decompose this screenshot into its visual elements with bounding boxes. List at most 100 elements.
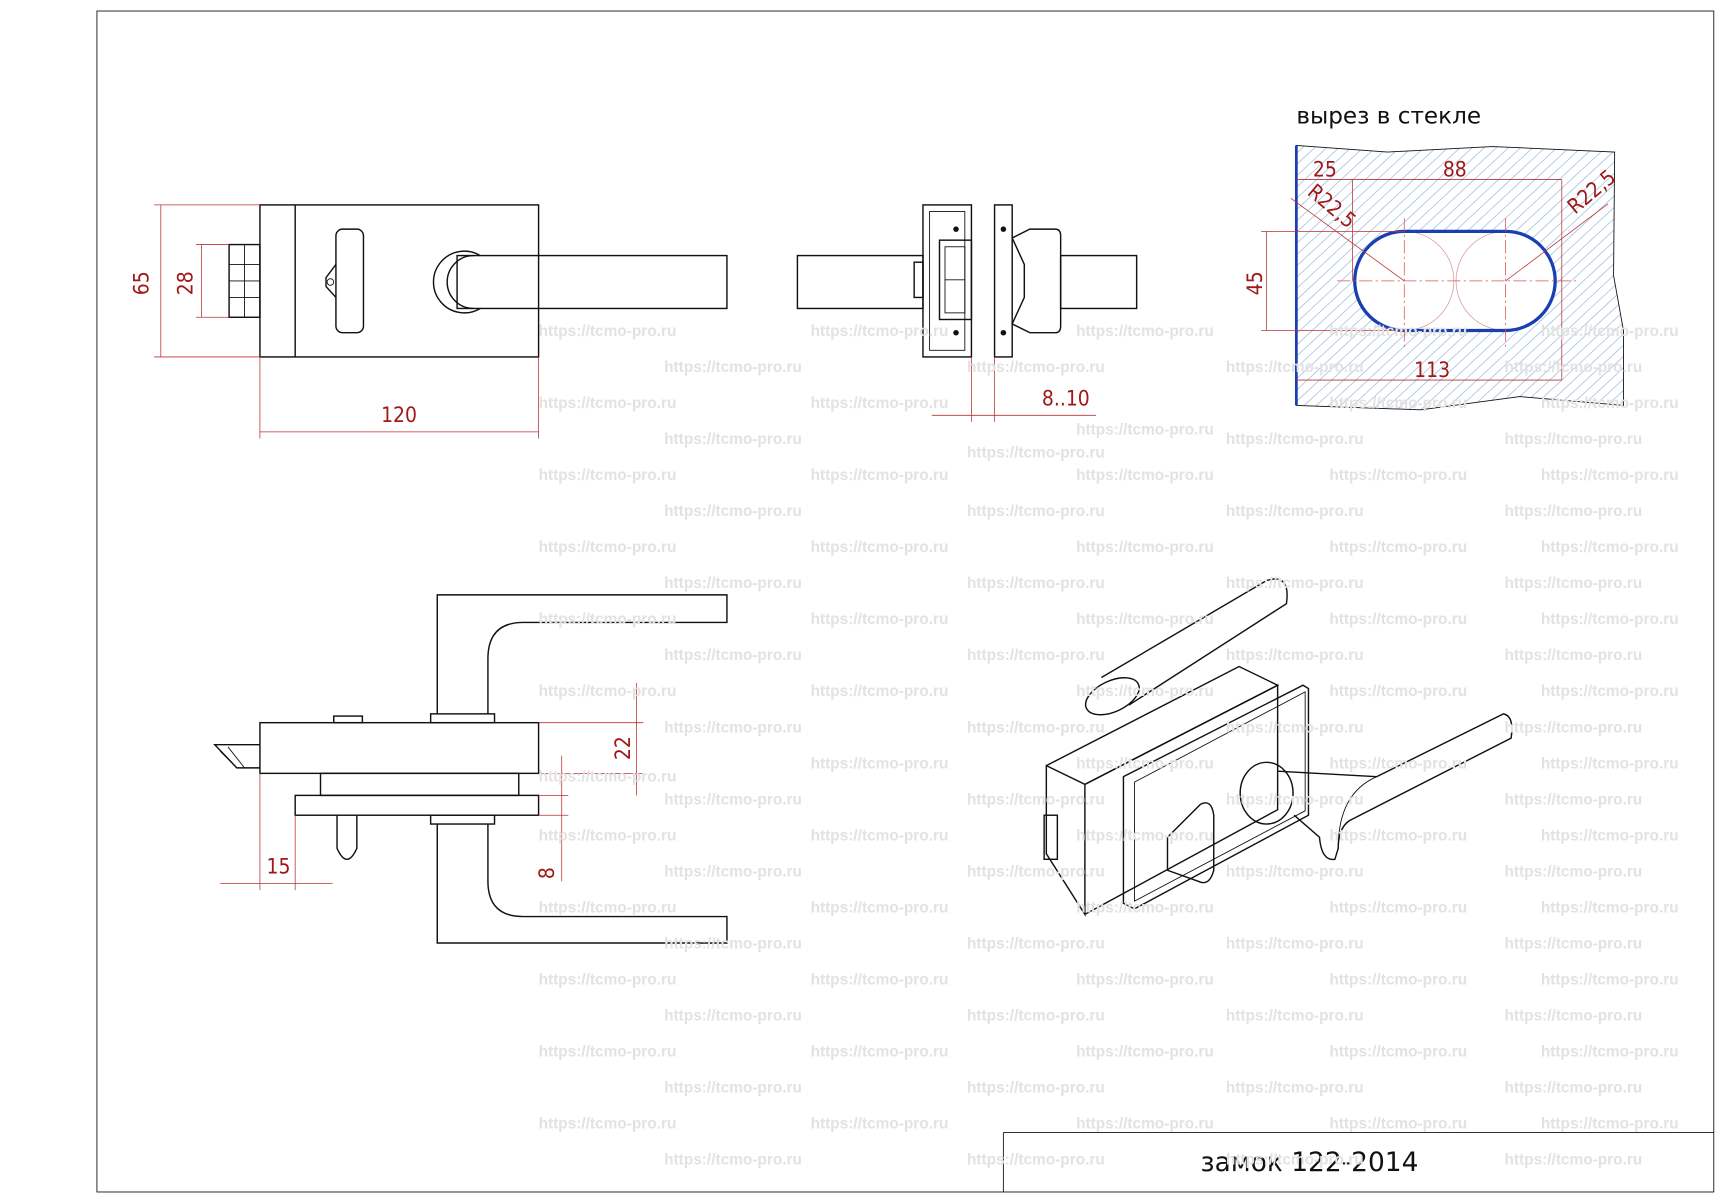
watermark-text: https://tcmo-pro.ru: [664, 791, 802, 808]
dim-offset-25: 25: [1313, 157, 1337, 181]
watermark-text: https://tcmo-pro.ru: [1505, 575, 1643, 592]
glass-cutout-view: [1261, 143, 1727, 411]
watermark-text: https://tcmo-pro.ru: [811, 611, 949, 628]
watermark-text: https://tcmo-pro.ru: [1226, 431, 1364, 448]
watermark-text: https://tcmo-pro.ru: [664, 359, 802, 376]
side-view: [796, 204, 1138, 422]
watermark-text: https://tcmo-pro.ru: [1505, 503, 1643, 520]
watermark-text: https://tcmo-pro.ru: [1505, 1007, 1643, 1024]
watermark-text: https://tcmo-pro.ru: [1329, 971, 1467, 988]
watermark-text: https://tcmo-pro.ru: [664, 1080, 802, 1097]
watermark-text: https://tcmo-pro.ru: [967, 935, 1105, 952]
watermark-text: https://tcmo-pro.ru: [1541, 611, 1679, 628]
watermark-text: https://tcmo-pro.ru: [1541, 971, 1679, 988]
hatch-line: [1663, 143, 1727, 410]
watermark-text: https://tcmo-pro.ru: [1076, 1043, 1214, 1060]
top-view: [213, 594, 728, 944]
watermark-text: https://tcmo-pro.ru: [1505, 863, 1643, 880]
hatch-line: [1296, 145, 1381, 410]
watermark-text: https://tcmo-pro.ru: [1541, 539, 1679, 556]
hatch-line: [1296, 145, 1357, 410]
watermark-text: https://tcmo-pro.ru: [539, 539, 677, 556]
watermark-text: https://tcmo-pro.ru: [967, 444, 1105, 461]
watermark-text: https://tcmo-pro.ru: [1505, 719, 1643, 736]
hatch-line: [1296, 145, 1490, 410]
watermark-text: https://tcmo-pro.ru: [1076, 1116, 1214, 1133]
hatch-line: [1296, 145, 1466, 410]
watermark-text: https://tcmo-pro.ru: [1505, 935, 1643, 952]
watermark-text: https://tcmo-pro.ru: [967, 503, 1105, 520]
watermark-text: https://tcmo-pro.ru: [1076, 683, 1214, 700]
hatch-line: [1553, 145, 1624, 410]
watermark-text: https://tcmo-pro.ru: [967, 647, 1105, 664]
hatch-line: [1296, 145, 1405, 410]
hatch-line: [1493, 145, 1624, 410]
watermark-text: https://tcmo-pro.ru: [967, 1080, 1105, 1097]
isometric-view: [1043, 578, 1513, 917]
watermark-text: https://tcmo-pro.ru: [664, 503, 802, 520]
watermark-text: https://tcmo-pro.ru: [811, 971, 949, 988]
watermark-text: https://tcmo-pro.ru: [1541, 683, 1679, 700]
watermark-text: https://tcmo-pro.ru: [1329, 467, 1467, 484]
watermark-text: https://tcmo-pro.ru: [1505, 1152, 1643, 1169]
watermark-text: https://tcmo-pro.ru: [1541, 467, 1679, 484]
watermark-text: https://tcmo-pro.ru: [1076, 899, 1214, 916]
watermark-text: https://tcmo-pro.ru: [1076, 611, 1214, 628]
dim-glass-thickness: 8..10: [1042, 386, 1090, 410]
watermark-layer: https://tcmo-pro.ru https://tcmo-pro.ru ht…: [539, 323, 1679, 1169]
watermark-text: https://tcmo-pro.ru: [1329, 323, 1467, 340]
hatch-line: [1505, 145, 1624, 410]
dim-height-45: 45: [1243, 271, 1267, 295]
watermark-text: https://tcmo-pro.ru: [664, 1152, 802, 1169]
watermark-text: https://tcmo-pro.ru: [1505, 1080, 1643, 1097]
watermark-text: https://tcmo-pro.ru: [967, 1007, 1105, 1024]
watermark-text: https://tcmo-pro.ru: [1076, 971, 1214, 988]
hatch-line: [1517, 145, 1624, 410]
watermark-text: https://tcmo-pro.ru: [664, 863, 802, 880]
watermark-text: https://tcmo-pro.ru: [1541, 755, 1679, 772]
hatch-line: [1565, 145, 1624, 410]
watermark-text: https://tcmo-pro.ru: [1329, 683, 1467, 700]
watermark-text: https://tcmo-pro.ru: [1076, 323, 1214, 340]
dim-width-120: 120: [381, 403, 417, 427]
watermark-text: https://tcmo-pro.ru: [1076, 539, 1214, 556]
watermark-text: https://tcmo-pro.ru: [539, 1116, 677, 1133]
watermark-text: https://tcmo-pro.ru: [1505, 647, 1643, 664]
watermark-text: https://tcmo-pro.ru: [811, 899, 949, 916]
watermark-text: https://tcmo-pro.ru: [1329, 899, 1467, 916]
hatch-line: [1481, 145, 1624, 410]
watermark-text: https://tcmo-pro.ru: [1329, 539, 1467, 556]
watermark-text: https://tcmo-pro.ru: [811, 683, 949, 700]
watermark-text: https://tcmo-pro.ru: [811, 1043, 949, 1060]
watermark-text: https://tcmo-pro.ru: [811, 467, 949, 484]
watermark-text: https://tcmo-pro.ru: [1329, 827, 1467, 844]
watermark-text: https://tcmo-pro.ru: [1226, 863, 1364, 880]
dim-plate-8: 8: [535, 867, 559, 879]
watermark-text: https://tcmo-pro.ru: [1076, 755, 1214, 772]
dim-height-65: 65: [130, 271, 154, 295]
watermark-text: https://tcmo-pro.ru: [811, 1116, 949, 1133]
watermark-text: https://tcmo-pro.ru: [1226, 1080, 1364, 1097]
watermark-text: https://tcmo-pro.ru: [1226, 1152, 1364, 1169]
front-view: [154, 204, 728, 439]
dim-radius-right: R22,5: [1563, 165, 1621, 219]
watermark-text: https://tcmo-pro.ru: [1541, 827, 1679, 844]
watermark-text: https://tcmo-pro.ru: [539, 827, 677, 844]
watermark-text: https://tcmo-pro.ru: [811, 755, 949, 772]
watermark-text: https://tcmo-pro.ru: [967, 791, 1105, 808]
watermark-text: https://tcmo-pro.ru: [539, 899, 677, 916]
dim-latch-15: 15: [267, 855, 291, 879]
hatch-line: [1675, 143, 1727, 410]
watermark-text: https://tcmo-pro.ru: [1329, 395, 1467, 412]
watermark-text: https://tcmo-pro.ru: [664, 575, 802, 592]
watermark-text: https://tcmo-pro.ru: [539, 323, 677, 340]
hatch-line: [1444, 145, 1624, 410]
watermark-text: https://tcmo-pro.ru: [664, 431, 802, 448]
watermark-text: https://tcmo-pro.ru: [1505, 791, 1643, 808]
hatch-line: [1296, 145, 1429, 410]
watermark-text: https://tcmo-pro.ru: [664, 935, 802, 952]
watermark-text: https://tcmo-pro.ru: [539, 683, 677, 700]
hatch-line: [1296, 145, 1369, 410]
watermark-text: https://tcmo-pro.ru: [811, 539, 949, 556]
